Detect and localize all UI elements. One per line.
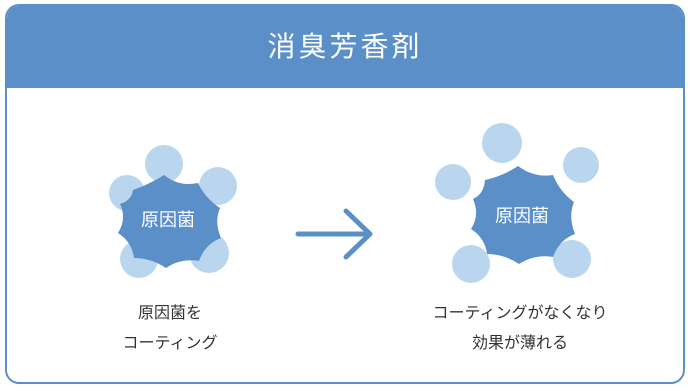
bacteria-shape (118, 175, 221, 268)
after-caption: コーティングがなくなり 効果が薄れる (405, 298, 635, 358)
coating-circle (145, 145, 183, 183)
header-bar (7, 6, 683, 88)
coating-circle (435, 164, 471, 200)
after-caption-line-2: 効果が薄れる (471, 333, 568, 352)
after-group (435, 123, 599, 283)
coating-circle (482, 123, 522, 163)
before-bacteria-label: 原因菌 (141, 210, 195, 231)
coating-circle (199, 167, 237, 205)
after-caption-line-1: コーティングがなくなり (432, 303, 608, 322)
after-bacteria-label: 原因菌 (495, 206, 549, 227)
bacteria-shape (471, 166, 575, 264)
diagram-title: 消臭芳香剤 (267, 30, 423, 63)
coating-circle (452, 245, 490, 283)
coating-circle (563, 147, 599, 183)
before-caption: 原因菌を コーティング (100, 298, 240, 358)
before-caption-line-2: コーティング (122, 333, 218, 352)
before-caption-line-1: 原因菌を (137, 303, 202, 322)
coating-circle (553, 240, 591, 278)
right-arrow-icon (295, 208, 373, 260)
before-group (109, 145, 237, 278)
